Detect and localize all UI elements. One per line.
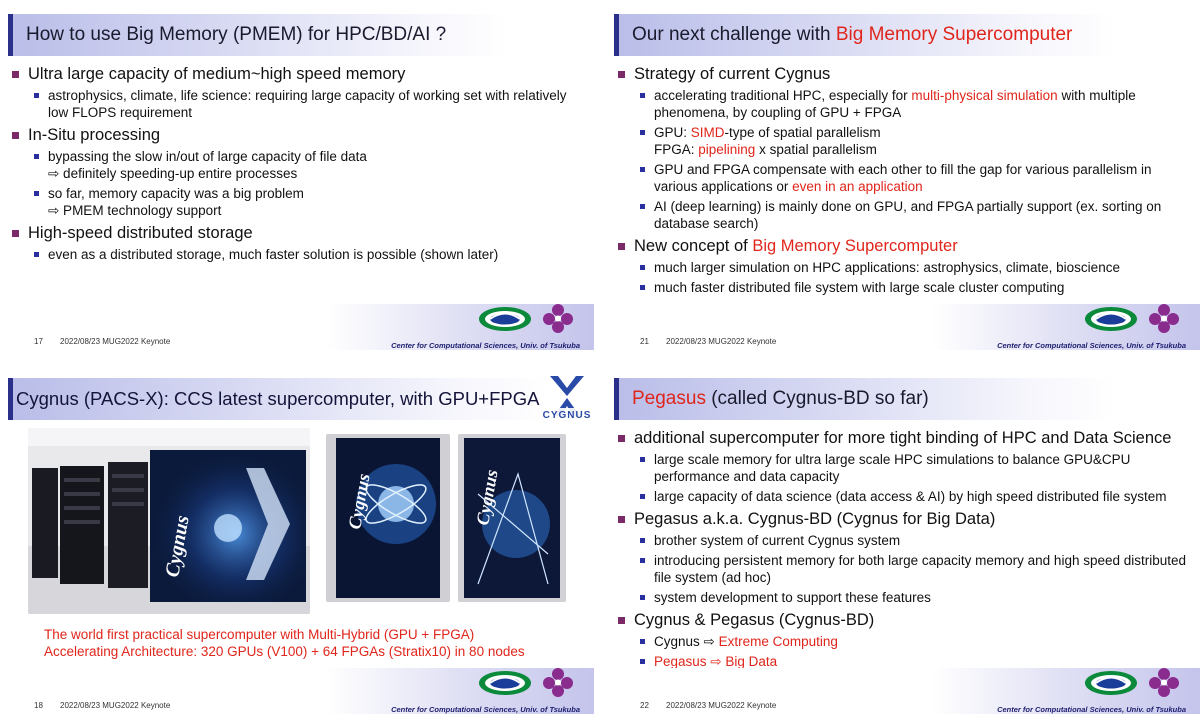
sub-bullet-item: brother system of current Cygnus system	[616, 532, 1194, 549]
slide-title: Pegasus (called Cygnus-BD so far)	[632, 388, 929, 409]
sub-bullet-line: ⇨ definitely speeding-up entire processe…	[48, 166, 298, 181]
footer-center-name: Center for Computational Sciences, Univ.…	[997, 705, 1186, 714]
slide-17: How to use Big Memory (PMEM) for HPC/BD/…	[0, 0, 594, 356]
ccs-logo-icon	[1085, 307, 1137, 331]
slide-body: Ultra large capacity of medium~high spee…	[10, 60, 588, 263]
sub-bullet-item: bypassing the slow in/out of large capac…	[10, 148, 588, 182]
slide-body: Strategy of current Cygnus accelerating …	[616, 60, 1194, 296]
bullet-item: New concept of Big Memory Supercomputer	[616, 236, 1194, 256]
footer-center-name: Center for Computational Sciences, Univ.…	[391, 341, 580, 350]
ccs-logo-icon	[479, 671, 531, 695]
bullet-item: Strategy of current Cygnus	[616, 64, 1194, 84]
footer-date: 2022/08/23 MUG2022 Keynote	[666, 701, 777, 710]
sub-bullet-item: astrophysics, climate, life science: req…	[10, 87, 588, 121]
footer-date: 2022/08/23 MUG2022 Keynote	[666, 337, 777, 346]
bullet-item: Ultra large capacity of medium~high spee…	[10, 64, 588, 84]
ccs-logo-icon	[1085, 671, 1137, 695]
bullet-item: In-Situ processing	[10, 125, 588, 145]
tsukuba-crest-icon	[543, 668, 573, 697]
cygnus-logo-text: CYGNUS	[543, 410, 592, 421]
footer-center-name: Center for Computational Sciences, Univ.…	[391, 705, 580, 714]
bullet-item: additional supercomputer for more tight …	[616, 428, 1194, 448]
page-number: 22	[640, 701, 649, 710]
bullet-item: Cygnus & Pegasus (Cygnus-BD)	[616, 610, 1194, 630]
slide-22: Pegasus (called Cygnus-BD so far) additi…	[606, 364, 1200, 720]
slide-title: Our next challenge with Big Memory Super…	[632, 24, 1073, 45]
sub-bullet-item: even as a distributed storage, much fast…	[10, 246, 588, 263]
cygnus-logo-icon: CYGNUS	[542, 376, 592, 421]
sub-bullet-item: GPU: SIMD-type of spatial parallelism FP…	[616, 124, 1194, 158]
footer-date: 2022/08/23 MUG2022 Keynote	[60, 701, 171, 710]
sub-bullet-item: Pegasus ⇨ Big Data	[616, 653, 1194, 670]
page-number: 17	[34, 337, 43, 346]
sub-bullet-item: so far, memory capacity was a big proble…	[10, 185, 588, 219]
slide-caption: The world first practical supercomputer …	[44, 626, 525, 660]
sub-bullet-item: introducing persistent memory for both l…	[616, 552, 1194, 586]
tsukuba-crest-icon	[1149, 304, 1179, 333]
slide-title-bar: Pegasus (called Cygnus-BD so far)	[614, 378, 1114, 420]
bullet-item: Pegasus a.k.a. Cygnus-BD (Cygnus for Big…	[616, 509, 1194, 529]
sub-bullet-line: bypassing the slow in/out of large capac…	[48, 149, 367, 164]
sub-bullet-item: much faster distributed file system with…	[616, 279, 1194, 296]
rack-front-photo: Cygnus	[326, 434, 450, 602]
footer-center-name: Center for Computational Sciences, Univ.…	[997, 341, 1186, 350]
slide-title-bar: Cygnus (PACS-X): CCS latest supercompute…	[8, 378, 548, 420]
bullet-item: High-speed distributed storage	[10, 223, 588, 243]
sub-bullet-item: large scale memory for ultra large scale…	[616, 451, 1194, 485]
page-number: 18	[34, 701, 43, 710]
slide-body: additional supercomputer for more tight …	[616, 424, 1194, 670]
slide-title: How to use Big Memory (PMEM) for HPC/BD/…	[26, 24, 447, 45]
sub-bullet-line: so far, memory capacity was a big proble…	[48, 186, 304, 201]
page-number: 21	[640, 337, 649, 346]
sub-bullet-item: much larger simulation on HPC applicatio…	[616, 259, 1194, 276]
slide-21: Our next challenge with Big Memory Super…	[606, 0, 1200, 356]
sub-bullet-item: large capacity of data science (data acc…	[616, 488, 1194, 505]
machine-room-photo: Cygnus	[28, 428, 310, 614]
sub-bullet-item: GPU and FPGA compensate with each other …	[616, 161, 1194, 195]
sub-bullet-line: ⇨ PMEM technology support	[48, 203, 222, 218]
slide-title: Cygnus (PACS-X): CCS latest supercompute…	[16, 388, 540, 409]
tsukuba-crest-icon	[543, 304, 573, 333]
sub-bullet-item: AI (deep learning) is mainly done on GPU…	[616, 198, 1194, 232]
sub-bullet-item: accelerating traditional HPC, especially…	[616, 87, 1194, 121]
tsukuba-crest-icon	[1149, 668, 1179, 697]
caption-line: Accelerating Architecture: 320 GPUs (V10…	[44, 644, 525, 659]
footer-date: 2022/08/23 MUG2022 Keynote	[60, 337, 171, 346]
slide-18: Cygnus (PACS-X): CCS latest supercompute…	[0, 364, 594, 720]
sub-bullet-item: system development to support these feat…	[616, 589, 1194, 606]
sub-bullet-item: Cygnus ⇨ Extreme Computing	[616, 633, 1194, 650]
caption-line: The world first practical supercomputer …	[44, 627, 475, 642]
rack-side-photo: Cygnus	[458, 434, 566, 602]
slide-title-bar: Our next challenge with Big Memory Super…	[614, 14, 1114, 56]
ccs-logo-icon	[479, 307, 531, 331]
slide-title-bar: How to use Big Memory (PMEM) for HPC/BD/…	[8, 14, 508, 56]
